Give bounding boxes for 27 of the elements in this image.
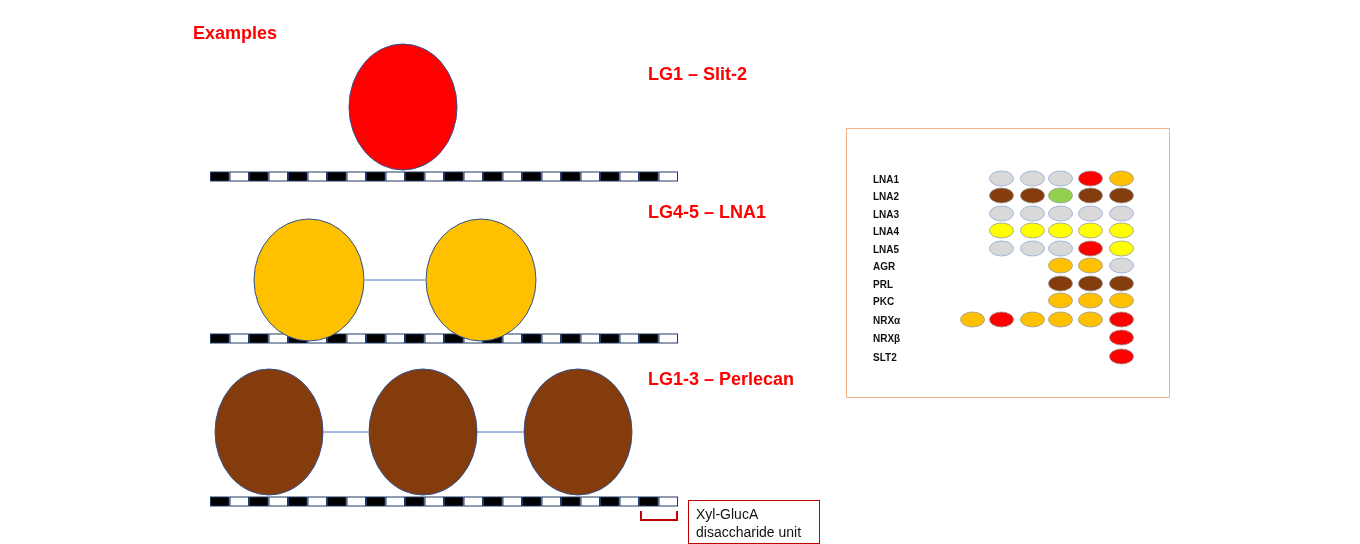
row-label: PKC xyxy=(873,296,895,308)
row-label: NRXβ xyxy=(873,333,901,345)
row-label: LNA4 xyxy=(873,226,900,238)
domain-ellipse xyxy=(425,218,537,342)
row-label: LNA1 xyxy=(873,174,900,186)
row-label: SLT2 xyxy=(873,352,897,364)
domain-ellipse xyxy=(348,43,458,171)
title: Examples xyxy=(193,23,278,44)
note-box xyxy=(688,500,820,544)
example-label: LG1-3 – Perlecan xyxy=(648,369,795,390)
example-label: LG4-5 – LNA1 xyxy=(648,202,767,223)
domain-ellipse xyxy=(214,368,324,496)
example-label: LG1 – Slit-2 xyxy=(648,64,748,85)
row-label: LNA5 xyxy=(873,244,900,256)
connector-line xyxy=(477,431,524,433)
row-label: PRL xyxy=(873,279,893,291)
matrix-panel xyxy=(846,128,1170,398)
row-label: NRXα xyxy=(873,315,901,327)
domain-ellipse xyxy=(368,368,478,496)
domain-ellipse xyxy=(253,218,365,342)
row-label: LNA2 xyxy=(873,191,900,203)
domain-ellipse xyxy=(523,368,633,496)
note-text: Xyl-GlucA disaccharide unit xyxy=(696,505,803,541)
connector-line xyxy=(364,279,426,281)
row-label: AGR xyxy=(873,261,896,273)
row-label: LNA3 xyxy=(873,209,900,221)
connector-line xyxy=(323,431,369,433)
